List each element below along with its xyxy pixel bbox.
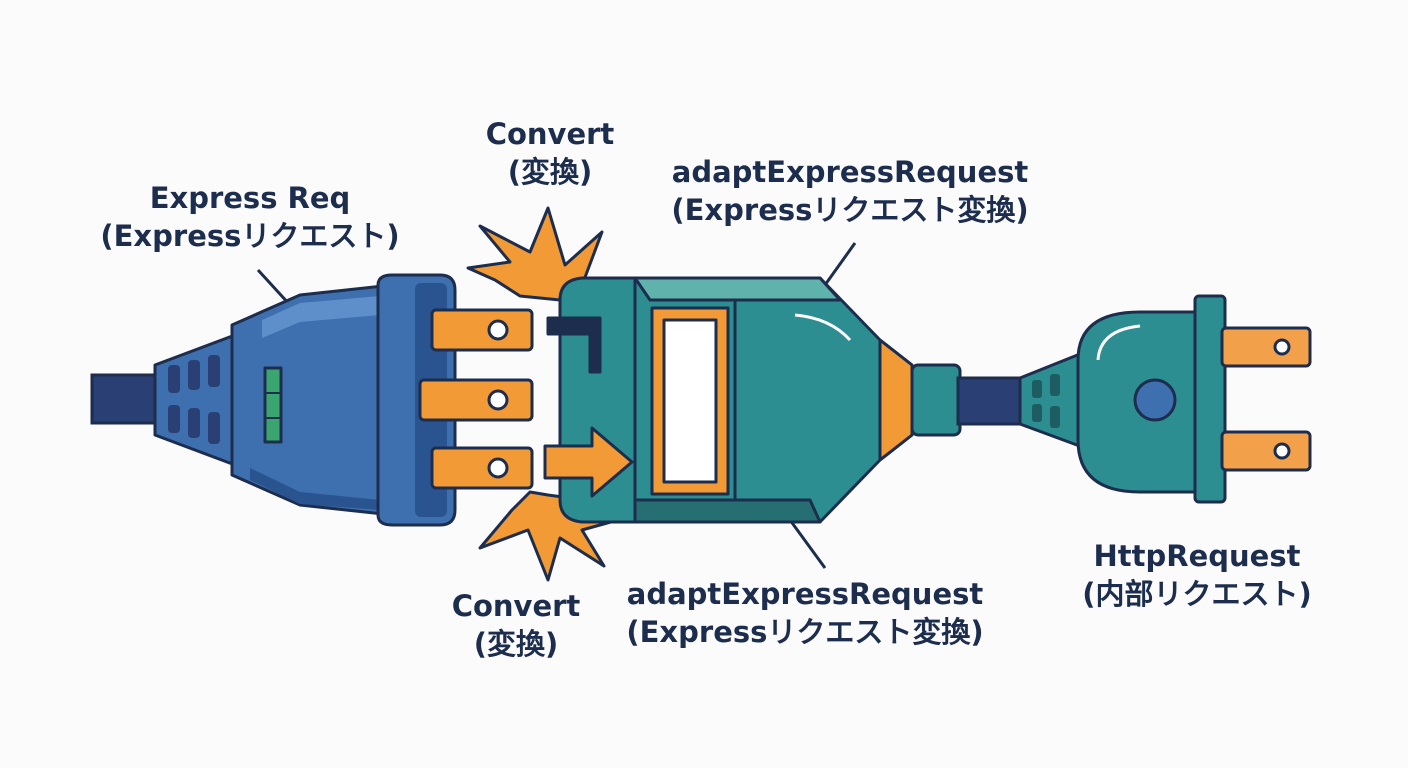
express-req-label: Express Req (Expressリクエスト) (94, 180, 406, 255)
right-cable (956, 376, 1032, 426)
http-plug-center-icon (1133, 378, 1177, 422)
convert-top-title: Convert (485, 117, 615, 151)
convert-bottom-label: Convert (変換) (436, 588, 596, 663)
prong-bottom (430, 446, 534, 490)
http-request-label: HttpRequest (内部リクエスト) (1062, 538, 1332, 613)
adapter-bottom-title: adaptExpressRequest (626, 577, 984, 611)
convert-top-subtitle: (変換) (507, 154, 593, 189)
spark-top (466, 206, 604, 302)
convert-bottom-subtitle: (変換) (473, 626, 559, 661)
convert-arrow-icon (543, 426, 634, 498)
adapter-output-nozzle (910, 363, 962, 437)
http-request-title: HttpRequest (1093, 539, 1301, 573)
adapter-bottom-label: adaptExpressRequest (Expressリクエスト変換) (610, 576, 1000, 651)
http-prong-top (1220, 326, 1312, 368)
http-request-subtitle: (内部リクエスト) (1082, 576, 1312, 611)
adapter-body (543, 276, 914, 524)
express-plug (153, 273, 457, 527)
express-prongs (418, 308, 534, 490)
adapter-bottom-subtitle: (Expressリクエスト変換) (626, 614, 984, 649)
convert-bottom-title: Convert (451, 589, 581, 623)
express-req-subtitle: (Expressリクエスト) (100, 218, 400, 253)
http-request-plug (1018, 294, 1312, 504)
prong-middle (418, 378, 534, 422)
convert-top-label: Convert (変換) (470, 116, 630, 191)
http-prong-bottom (1220, 430, 1312, 472)
adapter-top-title: adaptExpressRequest (671, 155, 1029, 189)
express-plug-indicator-icon (263, 366, 283, 444)
express-req-title: Express Req (149, 181, 351, 215)
adapter-bottom-leader-line (788, 519, 827, 569)
express-plug-strain-relief (153, 333, 237, 467)
express-req-leader-line (256, 268, 292, 307)
adapter-top-label: adaptExpressRequest (Expressリクエスト変換) (650, 154, 1050, 229)
http-plug-strain-relief (1018, 350, 1087, 450)
prong-top (430, 308, 534, 352)
adapter-top-subtitle: (Expressリクエスト変換) (671, 192, 1029, 227)
http-plug-face (1193, 294, 1227, 504)
adapter-slot (546, 316, 602, 374)
